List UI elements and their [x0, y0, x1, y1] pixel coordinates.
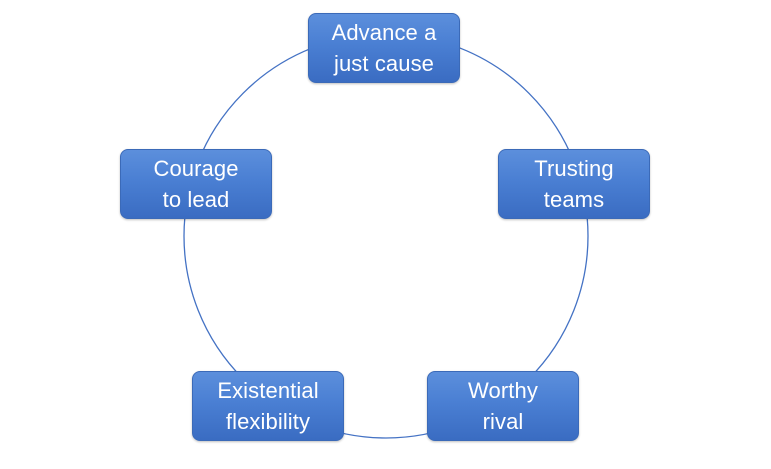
cycle-node-label: Advance a just cause: [331, 20, 437, 76]
cycle-node-advance-a-just-cause: Advance a just cause: [308, 13, 460, 83]
cycle-node-courage-to-lead: Courage to lead: [120, 149, 272, 219]
cycle-node-existential-flexibility: Existential flexibility: [192, 371, 344, 441]
cycle-node-trusting-teams: Trusting teams: [498, 149, 650, 219]
cycle-node-worthy-rival: Worthy rival: [427, 371, 579, 441]
cycle-node-label: Trusting teams: [534, 156, 614, 212]
cycle-node-label: Existential flexibility: [217, 378, 319, 434]
cycle-node-label: Worthy rival: [468, 378, 538, 434]
cycle-node-label: Courage to lead: [153, 156, 239, 212]
